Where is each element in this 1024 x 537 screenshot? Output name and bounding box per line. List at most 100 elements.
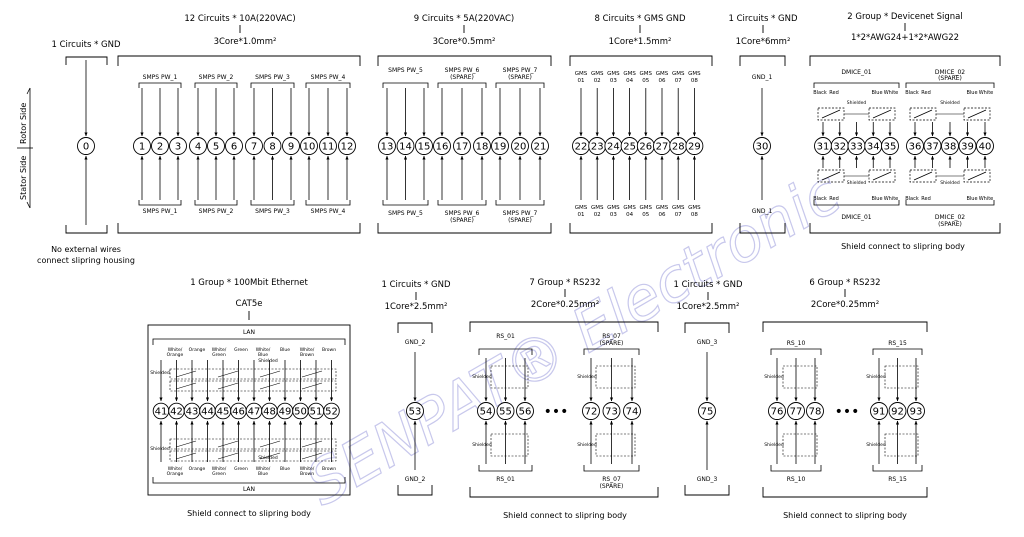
g8-subgroup-bracket-top xyxy=(583,348,640,355)
g5-wire-label-top: Red xyxy=(829,90,839,96)
g3-top-label: 07 xyxy=(675,78,682,84)
g1-subgroup-top-label: SMPS PW_3 xyxy=(255,74,290,81)
g2-subtitle: 3Core*0.5mm² xyxy=(433,37,496,47)
g1-subgroup-bracket-bottom xyxy=(194,200,238,206)
g10-shield-label: Shielded xyxy=(764,442,784,448)
ring xyxy=(406,402,424,420)
g8-subgroup-top-label: RS_07 xyxy=(602,333,621,340)
ring xyxy=(906,137,924,155)
g3-top-label: GMS xyxy=(688,71,701,77)
ring-number: 48 xyxy=(263,407,276,418)
ring-number: 18 xyxy=(476,142,489,153)
g5-twist-line xyxy=(913,171,933,181)
g6-title: 1 Group * 100Mbit Ethernet xyxy=(190,278,308,288)
g5-subgroup-top-note: (SPARE) xyxy=(938,75,962,82)
g6-twist-line xyxy=(217,370,239,378)
ring xyxy=(151,137,169,155)
g2-subgroup-bottom-note: (SPARE) xyxy=(450,217,474,224)
g5-twist-line xyxy=(821,171,841,181)
g2-subgroup-bottom-label: SMPS PW_7 xyxy=(503,210,538,217)
g8-subgroup-bracket-bottom xyxy=(583,465,640,472)
g10-shield-label: Shielded xyxy=(866,442,886,448)
g7-top-label: GND_2 xyxy=(405,339,426,346)
g5-shield-label: Shielded xyxy=(847,100,867,106)
ring xyxy=(623,402,641,420)
g6-wire-label-top: Brown xyxy=(322,347,336,353)
g10-subgroup-bracket-top xyxy=(770,348,822,355)
ring-number: 75 xyxy=(701,407,714,418)
g4-title: 1 Circuits * GND xyxy=(728,14,797,24)
g3-bottom-label: GMS xyxy=(688,205,701,211)
ring-number: 92 xyxy=(891,407,904,418)
g10-ellipsis: ••• xyxy=(835,404,860,420)
g1-subgroup-top-label: SMPS PW_4 xyxy=(311,74,346,81)
g1-title: 12 Circuits * 10A(220VAC) xyxy=(184,14,295,24)
g6-twist-line xyxy=(175,382,197,390)
ring xyxy=(976,137,994,155)
g8-twisted-pair-box xyxy=(595,433,636,457)
g1-subtitle: 3Core*1.0mm² xyxy=(214,37,277,47)
ring xyxy=(888,402,907,420)
g2-subgroup-top-label: SMPS PW_5 xyxy=(388,67,423,74)
ring xyxy=(753,137,771,155)
g9-bottom-label: GND_3 xyxy=(697,476,718,483)
bracket-top xyxy=(684,322,730,333)
ring xyxy=(263,137,282,155)
ring-number: 10 xyxy=(303,142,316,153)
ring-number: 93 xyxy=(910,407,923,418)
bracket-bottom xyxy=(569,223,713,234)
g5-shield-label: Shielded xyxy=(940,180,960,186)
g6-twist-line xyxy=(175,370,197,378)
ring xyxy=(787,402,805,420)
ring-number: 0 xyxy=(83,142,89,153)
g5-wire-label-bottom: Black xyxy=(813,196,827,202)
bracket-top xyxy=(762,321,928,332)
bracket-bottom xyxy=(65,225,108,234)
ring-number: 34 xyxy=(867,142,880,153)
g3-bottom-label: 04 xyxy=(626,212,633,218)
g6-shield-label: Shielded xyxy=(258,455,278,461)
g6-twist-line xyxy=(259,440,281,448)
g5-wire-label-bottom: Red xyxy=(921,196,931,202)
ring-number: 76 xyxy=(771,407,784,418)
g1-subgroup-top-label: SMPS PW_2 xyxy=(199,74,234,81)
g8-twisted-pair-box xyxy=(490,433,529,457)
ring-number: 91 xyxy=(873,407,886,418)
ring xyxy=(496,402,515,420)
g6-note: Shield connect to slipring body xyxy=(187,509,311,518)
bracket-bottom xyxy=(739,223,786,234)
side-labels: Rotor Side Stator Side xyxy=(17,87,33,209)
g2-subgroup-bracket-bottom xyxy=(437,200,487,206)
g10-twisted-pair-box xyxy=(782,433,818,457)
ring-number: 1 xyxy=(139,142,145,153)
g2-subgroup-top-label: SMPS PW_6 xyxy=(445,67,480,74)
g6-wire-label-top: Green xyxy=(234,347,248,353)
g3-bottom-label: 07 xyxy=(675,212,682,218)
ring-number: 38 xyxy=(944,142,957,153)
ring xyxy=(923,137,942,155)
g8-twisted-pair-box xyxy=(595,365,636,389)
ring xyxy=(282,137,300,155)
g6-twist-line xyxy=(259,370,281,378)
ring-number: 53 xyxy=(409,407,422,418)
g8-ellipsis: ••• xyxy=(544,404,569,420)
ring xyxy=(207,137,225,155)
ring xyxy=(133,137,151,155)
g3-bottom-label: GMS xyxy=(656,205,669,211)
g6-box-top-label: LAN xyxy=(243,329,255,336)
g6-twist-line xyxy=(175,440,197,448)
ring-number: 19 xyxy=(494,142,507,153)
ring-number: 44 xyxy=(201,407,214,418)
ring-number: 2 xyxy=(157,142,163,153)
g5-subtitle: 1*2*AWG24+1*2*AWG22 xyxy=(851,33,959,43)
ring-number: 26 xyxy=(639,142,652,153)
g6-inner-bracket-bottom xyxy=(152,477,346,484)
ring xyxy=(958,137,977,155)
ring-number: 15 xyxy=(418,142,431,153)
g5-subgroup-bracket-bottom xyxy=(813,200,900,206)
g0-title: 1 Circuits * GND xyxy=(51,40,120,50)
g6-wire-label-top: Brown xyxy=(300,352,314,358)
g9-subtitle: 1Core*2.5mm² xyxy=(677,302,740,312)
ring-number: 78 xyxy=(809,407,822,418)
